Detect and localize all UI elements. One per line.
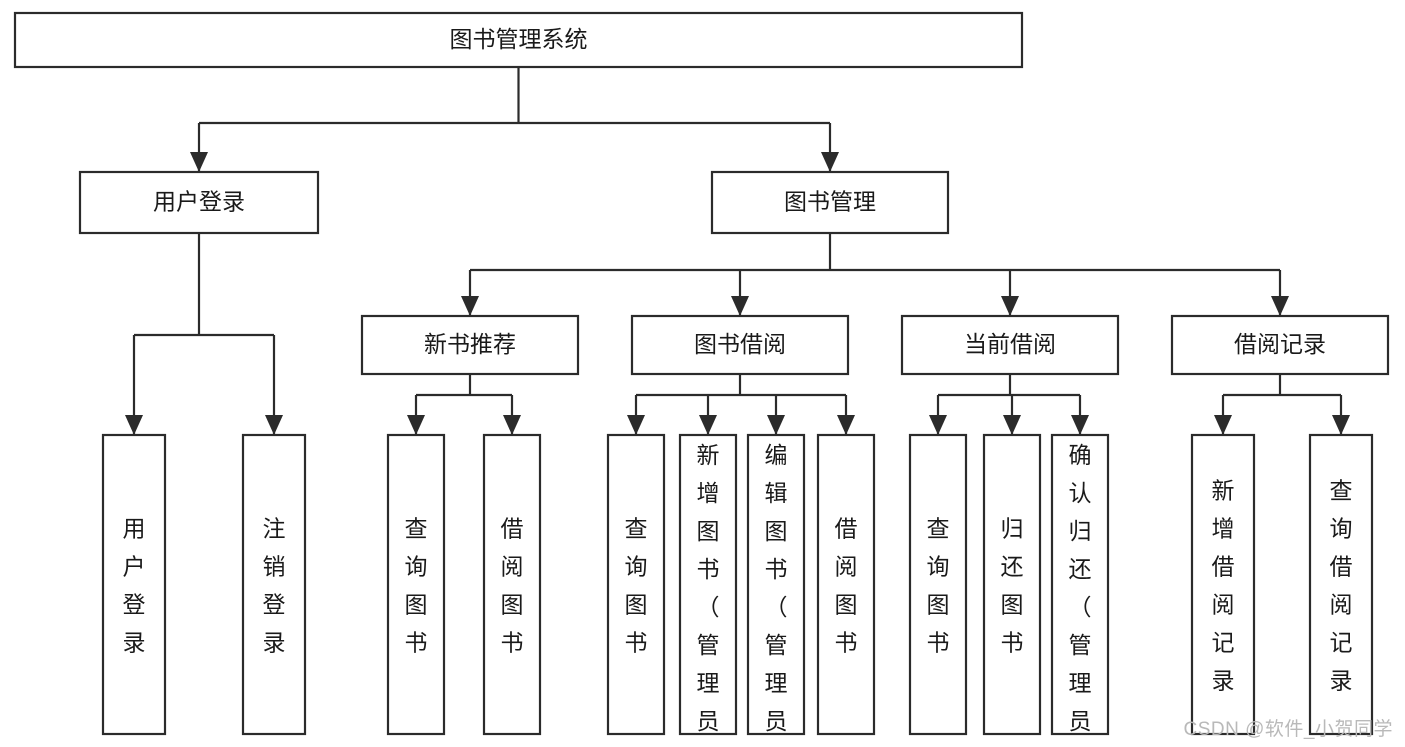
node-label-leaf-bb-borrow: 借阅图书 [835,516,858,656]
node-label-leaf-bb-add: 新增图书（管理员） [697,442,720,747]
node-label-leaf-cb-return: 归还图书 [1001,516,1024,656]
node-label-new-book-rec: 新书推荐 [424,331,516,357]
node-label-user-login: 用户登录 [153,189,245,215]
node-box-leaf-user-logout [241,433,307,736]
node-box-leaf-rec-query [386,433,446,736]
node-leaf-bb-borrow[interactable]: 借阅图书 [816,433,876,736]
watermark-label: CSDN @软件_小贺同学 [1183,719,1393,740]
node-box-leaf-user-login [101,433,167,736]
arrow-head-icon [767,415,785,435]
edge-group-book-borrow [627,374,855,435]
node-leaf-bb-query[interactable]: 查询图书 [606,433,666,736]
node-user-login[interactable]: 用户登录 [78,170,320,235]
node-leaf-br-add[interactable]: 新增借阅记录 [1190,433,1256,736]
node-leaf-cb-confirm[interactable]: 确认归还（管理员） [1050,433,1110,747]
arrow-head-icon [929,415,947,435]
node-root[interactable]: 图书管理系统 [13,11,1024,69]
node-leaf-rec-borrow[interactable]: 借阅图书 [482,433,542,736]
node-label-leaf-cb-confirm: 确认归还（管理员） [1069,442,1092,747]
arrow-head-icon [1214,415,1232,435]
node-box-leaf-br-query [1308,433,1374,736]
node-book-borrow[interactable]: 图书借阅 [630,314,850,376]
node-label-book-manage: 图书管理 [784,189,876,215]
node-box-leaf-bb-borrow [816,433,876,736]
node-leaf-cb-return[interactable]: 归还图书 [982,433,1042,736]
arrow-head-icon [265,415,283,435]
node-label-book-borrow: 图书借阅 [694,331,786,357]
arrow-head-icon [461,296,479,316]
arrow-head-icon [1071,415,1089,435]
arrow-head-icon [699,415,717,435]
node-label-leaf-user-logout: 注销登录 [263,516,286,656]
node-box-user-login [78,170,320,235]
node-leaf-br-query[interactable]: 查询借阅记录 [1308,433,1374,736]
node-label-leaf-bb-edit: 编辑图书（管理员） [765,442,788,747]
node-box-new-book-rec [360,314,580,376]
node-box-book-borrow [630,314,850,376]
node-current-borrow[interactable]: 当前借阅 [900,314,1120,376]
edge-group-user-login [125,233,283,435]
arrow-head-icon [503,415,521,435]
node-leaf-rec-query[interactable]: 查询图书 [386,433,446,736]
node-leaf-bb-edit[interactable]: 编辑图书（管理员） [746,433,806,747]
arrow-head-icon [125,415,143,435]
node-label-leaf-rec-query: 查询图书 [405,516,428,656]
node-box-current-borrow [900,314,1120,376]
node-label-leaf-rec-borrow: 借阅图书 [501,516,524,656]
node-label-root: 图书管理系统 [450,26,588,52]
nodes-layer: 图书管理系统用户登录图书管理新书推荐图书借阅当前借阅借阅记录用户登录注销登录查询… [13,11,1390,747]
node-box-leaf-bb-edit [746,433,806,736]
arrow-head-icon [627,415,645,435]
connectors-layer [125,67,1350,435]
node-box-root [13,11,1024,69]
node-label-current-borrow: 当前借阅 [964,331,1056,357]
node-label-leaf-br-query: 查询借阅记录 [1330,478,1353,694]
arrow-head-icon [1332,415,1350,435]
node-leaf-bb-add[interactable]: 新增图书（管理员） [678,433,738,747]
arrow-head-icon [407,415,425,435]
node-box-leaf-bb-query [606,433,666,736]
arrow-head-icon [1003,415,1021,435]
edge-group-new-book-rec [407,374,521,435]
arrow-head-icon [837,415,855,435]
arrow-head-icon [1271,296,1289,316]
edge-group-current-borrow [929,374,1089,435]
node-label-leaf-br-add: 新增借阅记录 [1212,478,1235,694]
node-new-book-rec[interactable]: 新书推荐 [360,314,580,376]
arrow-head-icon [731,296,749,316]
arrow-head-icon [821,152,839,172]
node-label-leaf-bb-query: 查询图书 [625,516,648,656]
node-box-leaf-rec-borrow [482,433,542,736]
node-borrow-record[interactable]: 借阅记录 [1170,314,1390,376]
node-label-leaf-cb-query: 查询图书 [927,516,950,656]
node-leaf-cb-query[interactable]: 查询图书 [908,433,968,736]
arrow-head-icon [1001,296,1019,316]
node-book-manage[interactable]: 图书管理 [710,170,950,235]
node-box-leaf-br-add [1190,433,1256,736]
edge-group-book-manage [461,233,1289,316]
node-box-leaf-cb-return [982,433,1042,736]
edge-group-borrow-record [1214,374,1350,435]
edge-group-root [190,67,839,172]
node-leaf-user-logout[interactable]: 注销登录 [241,433,307,736]
node-leaf-user-login[interactable]: 用户登录 [101,433,167,736]
node-box-leaf-bb-add [678,433,738,736]
node-box-borrow-record [1170,314,1390,376]
arrow-head-icon [190,152,208,172]
node-box-leaf-cb-query [908,433,968,736]
node-box-leaf-cb-confirm [1050,433,1110,736]
node-label-leaf-user-login: 用户登录 [123,516,146,656]
node-label-borrow-record: 借阅记录 [1234,331,1326,357]
node-box-book-manage [710,170,950,235]
